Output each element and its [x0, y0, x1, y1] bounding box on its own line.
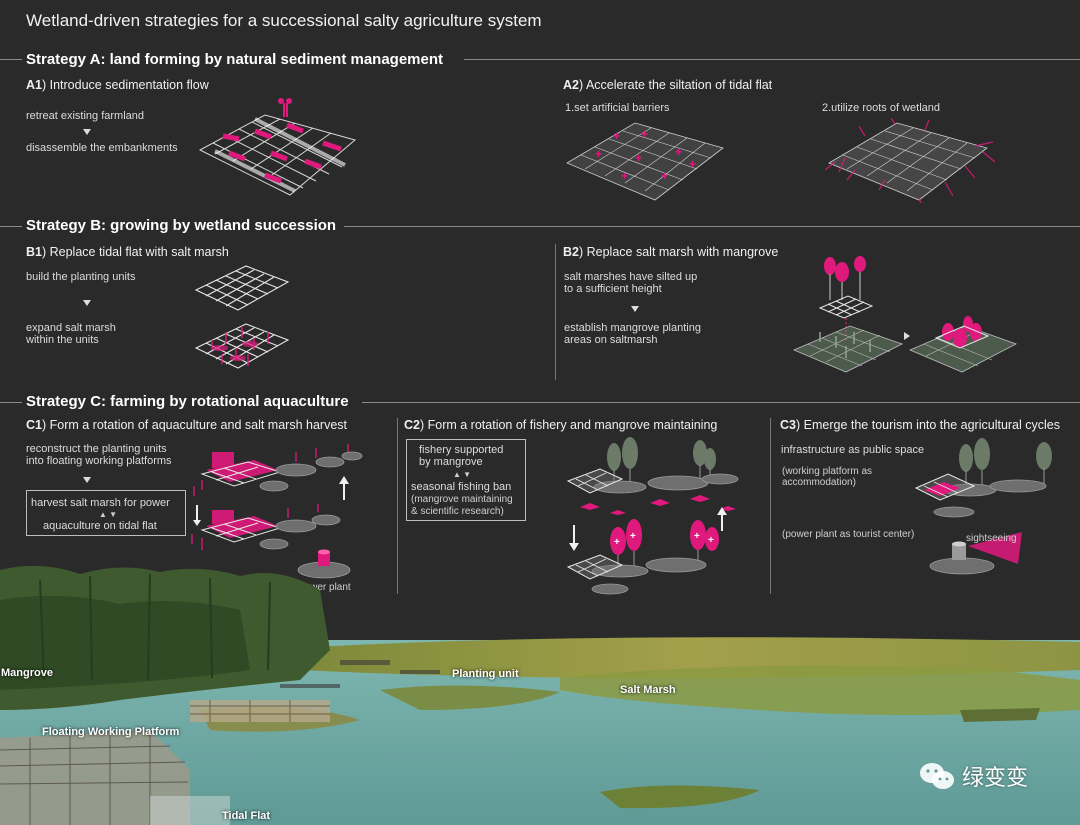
strategy-c-rule-right: [362, 402, 1080, 403]
c1-label: C1) Form a rotation of aquaculture and s…: [26, 418, 347, 432]
c2-box-line3: seasonal fishing ban: [411, 481, 512, 493]
a1-farmland-grid-illustration: [198, 98, 357, 196]
a2-step2: 2.utilize roots of wetland: [822, 102, 941, 114]
svg-text:+: +: [641, 127, 648, 141]
c3-label: C3) Emerge the tourism into the agricult…: [780, 418, 1060, 432]
a1-step1: retreat existing farmland: [26, 110, 144, 122]
b2-right-arrow-icon: [904, 332, 910, 340]
b1-step2-line2: within the units: [26, 334, 99, 346]
svg-text:+: +: [613, 129, 620, 143]
c1-down-rotation-arrow-shaft: [196, 505, 198, 521]
c2-fishery-mangrove-illustration: + + + +: [566, 437, 739, 595]
watermark-text: 绿变变: [962, 766, 1029, 791]
c3-note2: (power plant as tourist center): [782, 529, 915, 540]
b2-step1-line2: to a sufficient height: [564, 283, 662, 295]
c2-box-line5: & scientific research): [411, 506, 504, 517]
c1-step1-line1: reconstruct the planting units: [26, 443, 167, 455]
b1-label: B1) Replace tidal flat with salt marsh: [26, 245, 229, 259]
a1-step2: disassemble the embankments: [26, 142, 178, 154]
b2-step1-line1: salt marshes have silted up: [564, 271, 698, 283]
svg-text:+: +: [635, 151, 642, 165]
svg-text:+: +: [595, 147, 602, 161]
a1-label: A1) Introduce sedimentation flow: [26, 78, 209, 92]
c1-up-arrow-icon: [339, 476, 349, 500]
c2-label: C2) Form a rotation of fishery and mangr…: [404, 418, 718, 432]
c1-down-arrow-icon: [83, 477, 91, 483]
c2-box-line2: by mangrove: [419, 456, 483, 468]
sightseeing-view-cone-icon: [968, 532, 1022, 564]
salt-marsh-photo-label: Salt Marsh: [620, 684, 676, 696]
mangrove-photo-label: Mangrove: [1, 667, 53, 679]
svg-text:+: +: [630, 531, 636, 542]
b1-step1: build the planting units: [26, 271, 136, 283]
power-plant-label: power plant: [299, 582, 351, 593]
strategy-b-heading: Strategy B: growing by wetland successio…: [26, 217, 337, 234]
strategy-b-rule-right: [344, 226, 1080, 227]
b1-down-arrow-icon: [83, 300, 91, 306]
c2-box-line4: (mangrove maintaining: [411, 494, 513, 505]
strategy-a-rule-left: [0, 59, 22, 60]
c3-step1: infrastructure as public space: [781, 444, 925, 456]
c1-c2-divider: [397, 418, 398, 594]
c3-tourism-illustration: [914, 438, 1052, 575]
svg-text:+: +: [694, 531, 700, 542]
strategy-a-heading: Strategy A: land forming by natural sedi…: [26, 51, 444, 68]
c1-box-swap-arrows-icon: ▲ ▼: [99, 510, 118, 519]
wechat-icon: [920, 763, 954, 789]
c1-aquaculture-rotation-illustration: [191, 444, 363, 579]
power-plant-icon: [318, 549, 330, 566]
c3-note1-line1: (working platform as: [782, 466, 873, 477]
svg-text:+: +: [708, 535, 714, 546]
strategy-c-heading: Strategy C: farming by rotational aquacu…: [26, 393, 349, 410]
c3-note1-line2: accommodation): [782, 477, 856, 488]
c2-box-line1: fishery supported: [419, 444, 504, 456]
svg-text:+: +: [621, 169, 628, 183]
c2-c3-divider: [770, 418, 771, 594]
strategy-c-rule-left: [0, 402, 22, 403]
b2-mangrove-succession-illustration: [792, 256, 1017, 373]
a2-barriers-grid-illustration: + + + + + + + +: [566, 122, 724, 201]
b2-step2-line2: areas on saltmarsh: [564, 334, 658, 346]
a2-roots-grid-illustration: [825, 118, 995, 203]
wetland-landscape-photo: [0, 565, 1080, 825]
tourist-center-icon: [952, 541, 966, 560]
c1-box-line2: aquaculture on tidal flat: [43, 520, 157, 532]
c1-down-rotation-arrow-icon: [193, 520, 201, 526]
page-title: Wetland-driven strategies for a successi…: [26, 11, 542, 30]
b1-planting-unit-grid-illustration: [194, 265, 290, 311]
b1-step2-line1: expand salt marsh: [26, 322, 116, 334]
planting-unit-photo-label: Planting unit: [452, 668, 519, 680]
svg-text:+: +: [661, 169, 668, 183]
tidal-flat-photo-label: Tidal Flat: [222, 810, 271, 822]
a1-down-arrow-icon: [83, 129, 91, 135]
c2-box-swap-arrows-icon: ▲ ▼: [453, 470, 472, 479]
c1-step1-line2: into floating working platforms: [26, 455, 172, 467]
c1-rotation-box: harvest salt marsh for power ▲ ▼ aquacul…: [26, 490, 186, 536]
svg-text:+: +: [675, 145, 682, 159]
svg-text:+: +: [614, 537, 620, 548]
b2-step2-line1: establish mangrove planting: [564, 322, 701, 334]
b2-down-arrow-icon: [631, 306, 639, 312]
watermark: 绿变变: [918, 760, 1028, 792]
strategy-b-rule-left: [0, 226, 22, 227]
c1-box-line1: harvest salt marsh for power: [31, 497, 170, 509]
b1-expanded-salt-marsh-illustration: [194, 323, 290, 369]
b-divider: [555, 244, 556, 380]
c2-rotation-box: fishery supported by mangrove ▲ ▼ season…: [406, 439, 526, 521]
strategy-a-rule-right: [464, 59, 1080, 60]
b2-label: B2) Replace salt marsh with mangrove: [563, 245, 779, 259]
svg-text:+: +: [689, 157, 696, 171]
a2-step1: 1.set artificial barriers: [565, 102, 670, 114]
sightseeing-label: sightseeing: [966, 533, 1017, 544]
scissors-icon: [278, 98, 292, 117]
floating-platform-photo-label: Floating Working Platform: [42, 726, 180, 738]
a2-label: A2) Accelerate the siltation of tidal fl…: [563, 78, 773, 92]
